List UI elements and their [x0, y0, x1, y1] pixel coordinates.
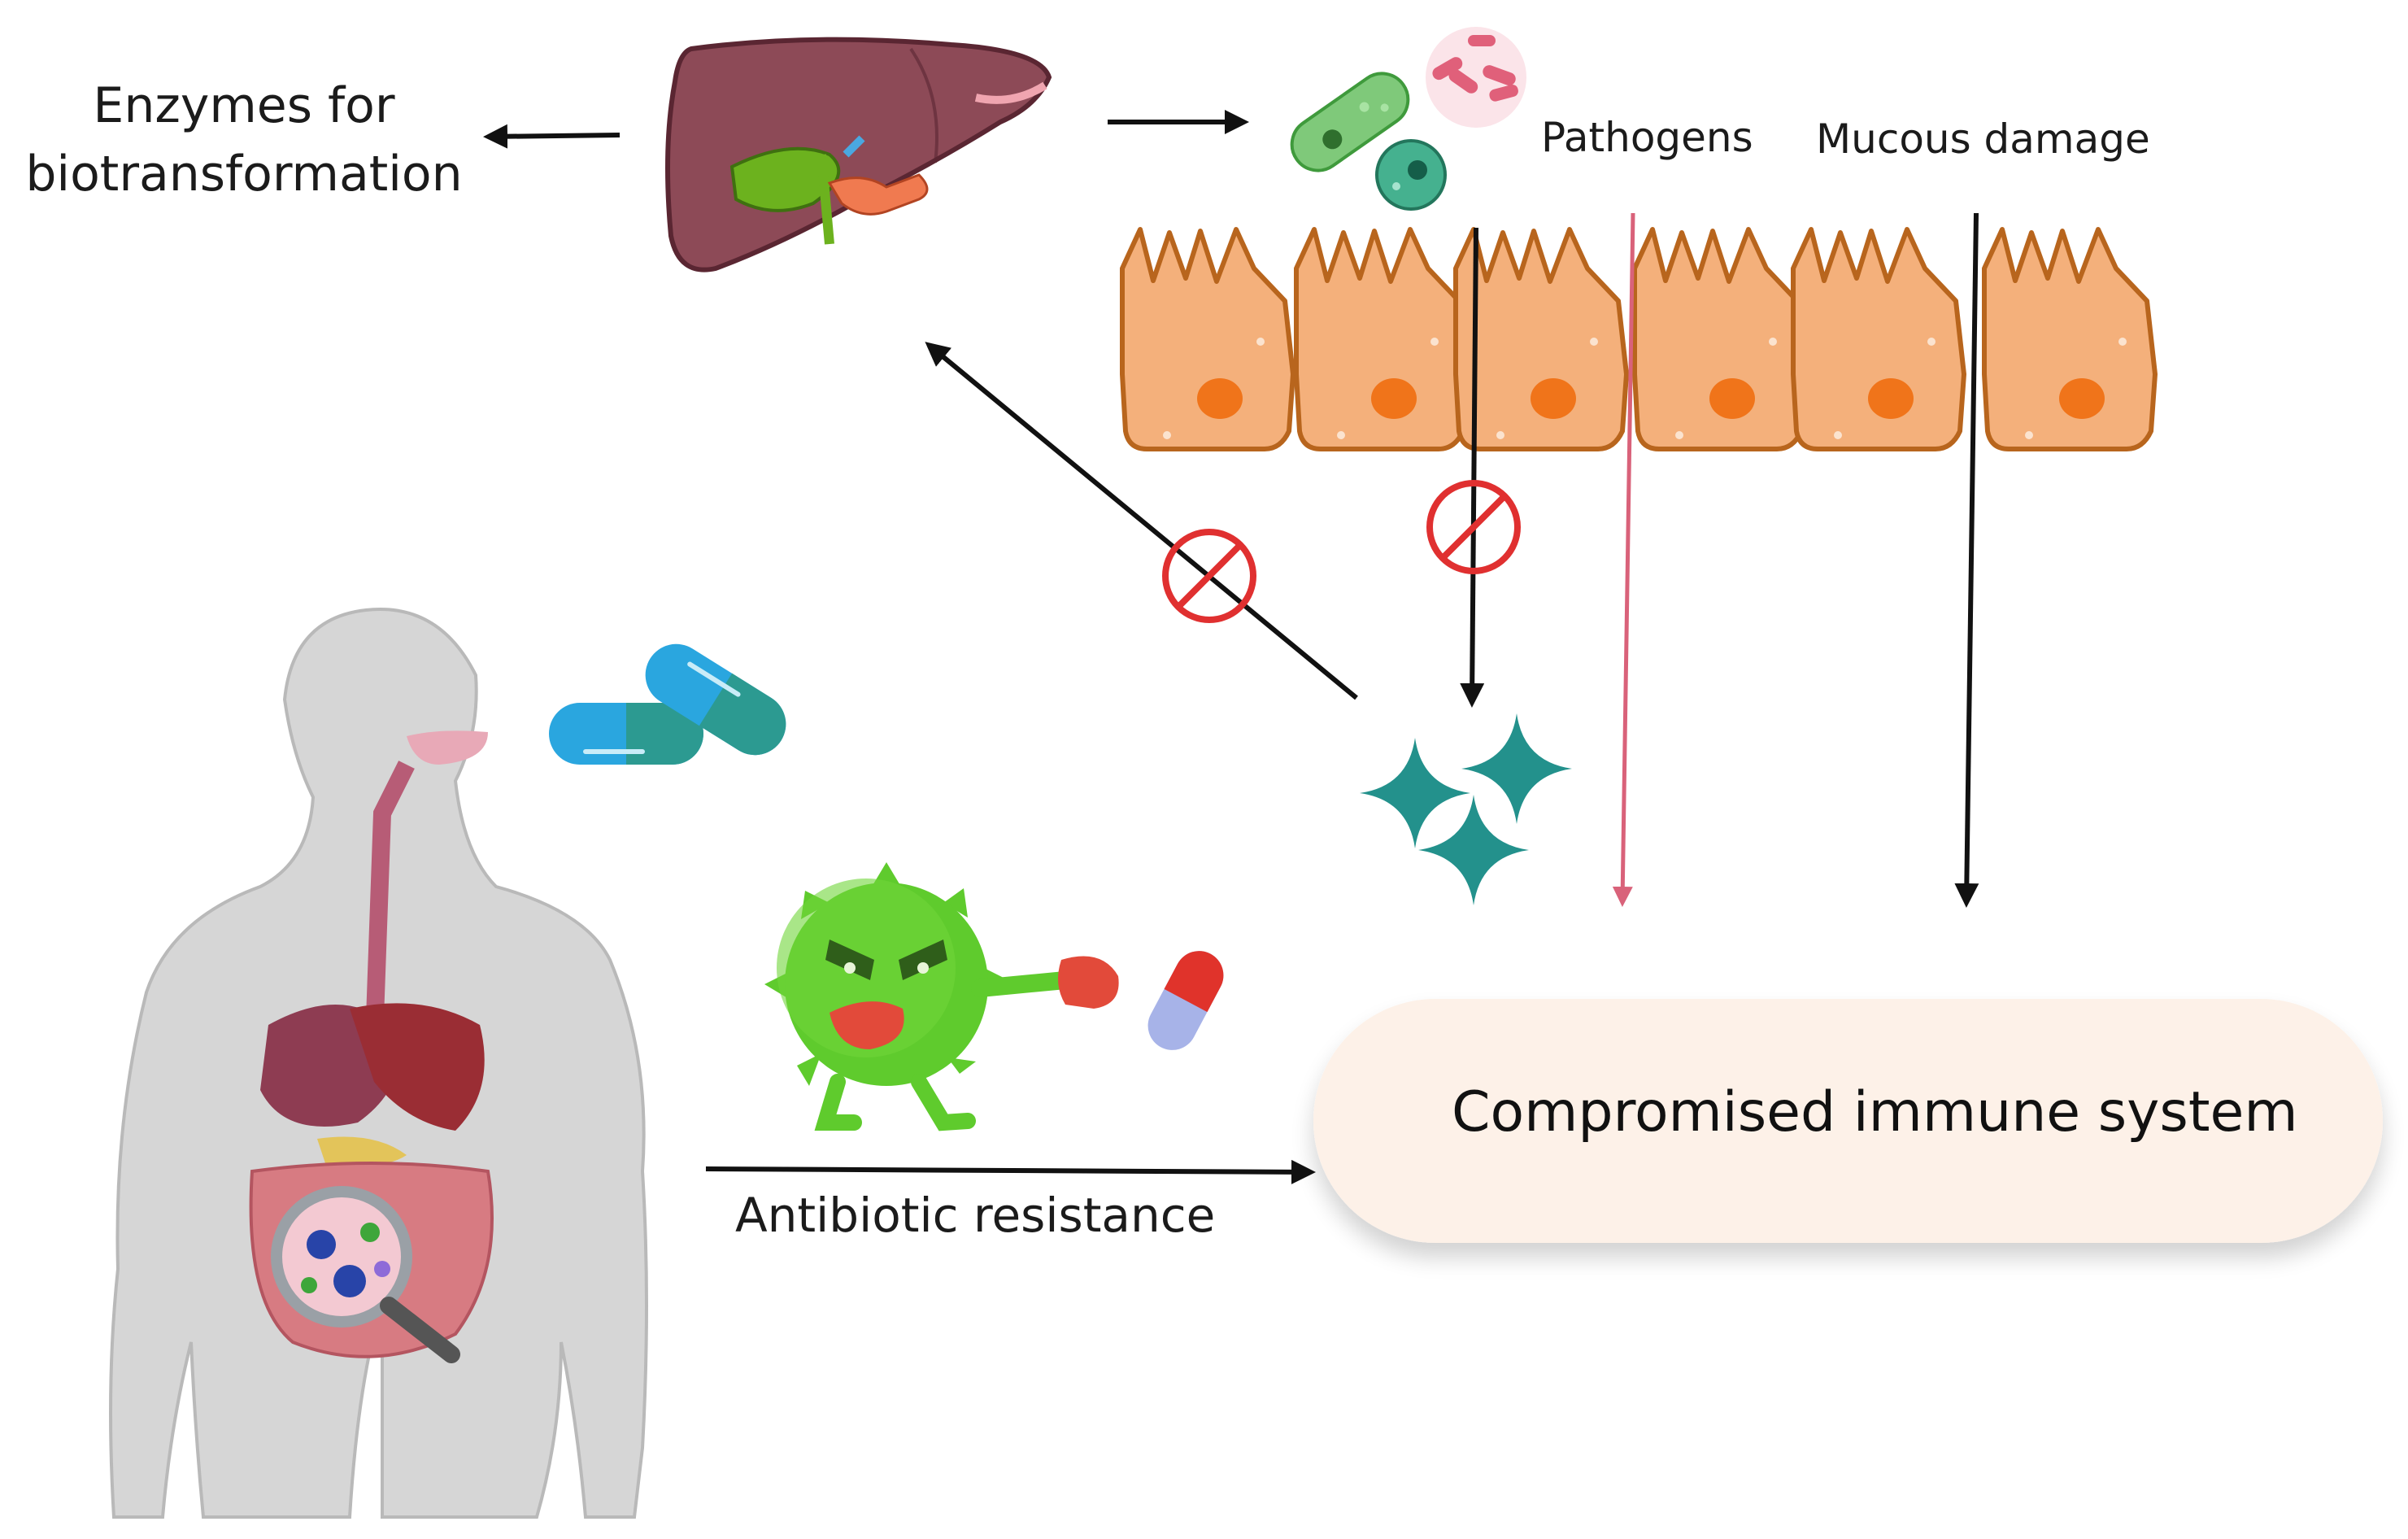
pathogen-bacteria-icon: [1290, 27, 1526, 211]
arrow-mucous-down: [1954, 212, 1979, 908]
capsule-icon: [549, 643, 786, 765]
human-digestive-icon: [109, 608, 648, 1519]
epithelial-cell: [1296, 229, 1467, 449]
magnifier-icon: [271, 1186, 460, 1363]
label-enzymes: Enzymes for biotransformation: [25, 77, 463, 203]
epithelial-cell: [1984, 229, 2155, 449]
arrow-red-down: [1612, 212, 1635, 907]
epithelial-cell: [1122, 229, 1293, 449]
inhibit-icon: [1165, 532, 1253, 620]
epithelial-cell: [1456, 229, 1626, 449]
arrow-sparkle-to-liver: [925, 342, 1358, 700]
epithelial-cell: [1635, 229, 1805, 449]
arrow-antibiotic: [705, 1159, 1316, 1184]
arrow-pathogens-down: [1460, 227, 1485, 708]
label-compromised-immune-system: Compromised immune system: [1452, 1080, 2298, 1144]
arrow-liver-to-enzymes: [483, 124, 621, 149]
angry-bacterium-icon: [764, 862, 1224, 1131]
compromised-immune-box: [1313, 999, 2383, 1243]
label-mucous-damage: Mucous damage: [1816, 116, 2150, 163]
liver-icon: [665, 37, 1052, 272]
sparkle-icon: [1360, 713, 1572, 905]
epithelial-cell: [1793, 229, 1964, 449]
label-pathogens: Pathogens: [1541, 114, 1753, 161]
epithelial-cells: [1122, 229, 2155, 449]
label-antibiotic-resistance: Antibiotic resistance: [735, 1188, 1216, 1243]
